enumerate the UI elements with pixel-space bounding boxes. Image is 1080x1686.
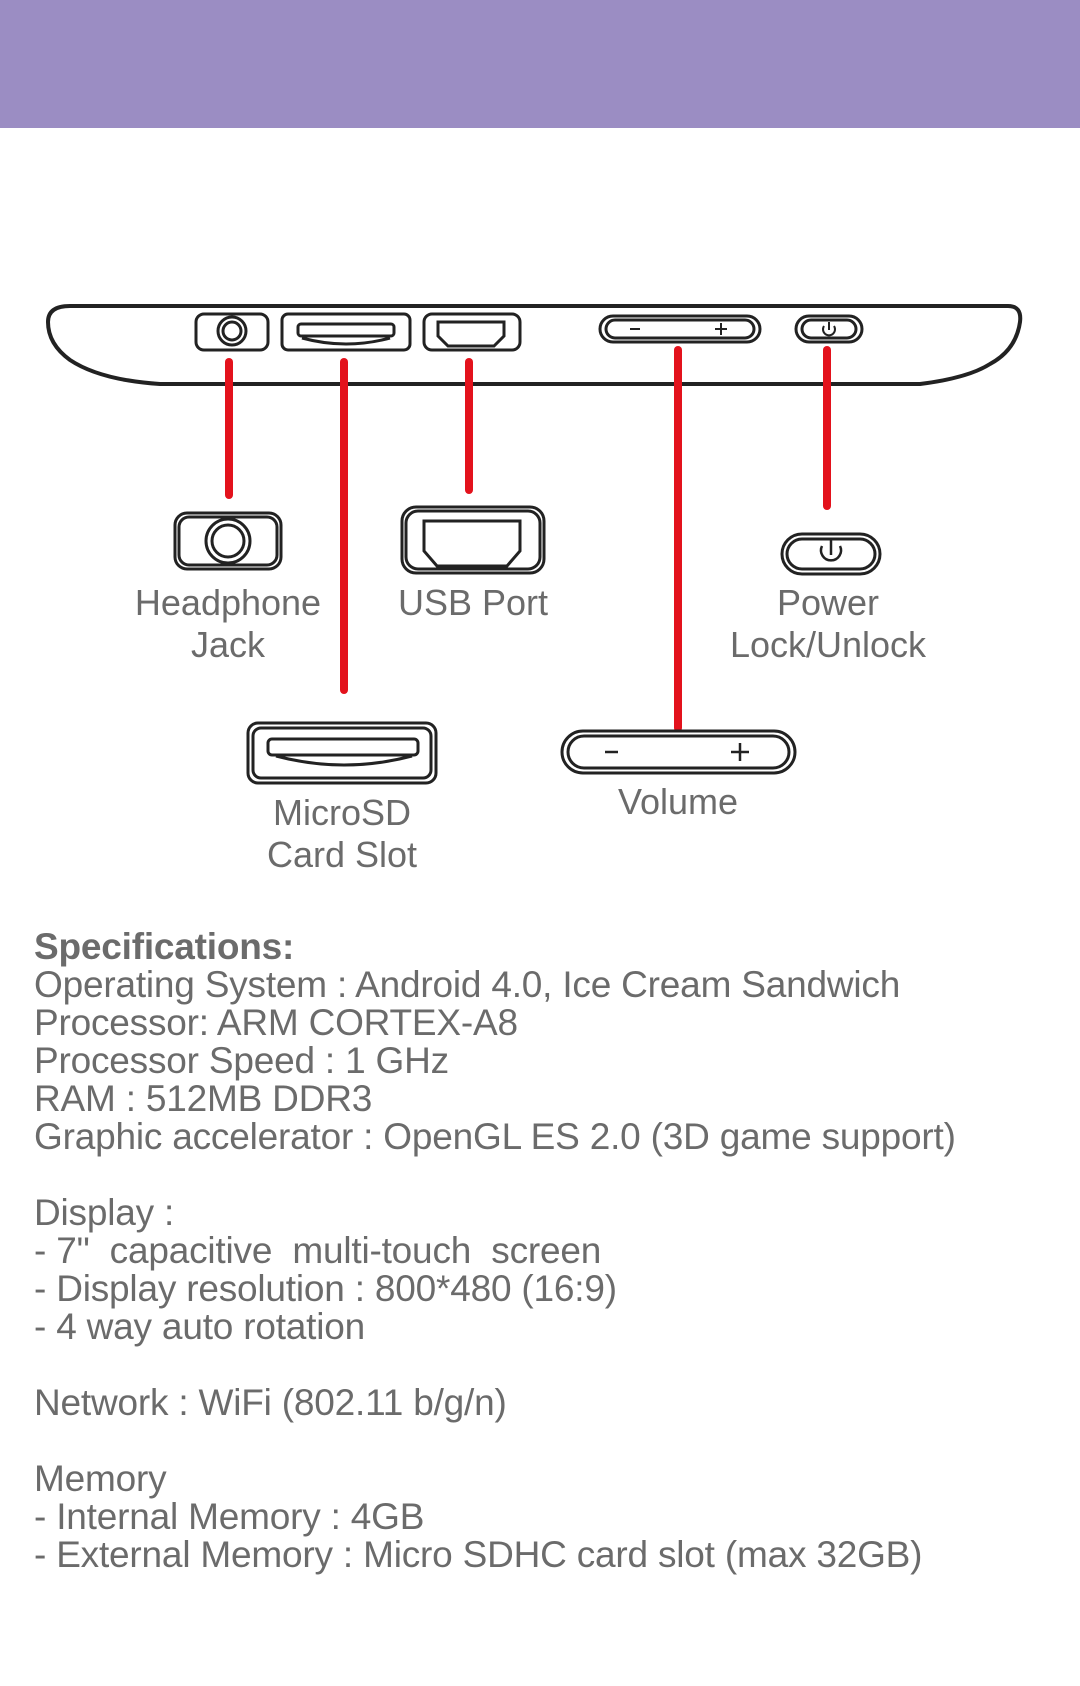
power-label-line2: Lock/Unlock — [730, 624, 927, 665]
power-label-line1: Power — [777, 582, 879, 623]
headphone-jack-callout-icon — [173, 511, 283, 571]
spec-ram: RAM : 512MB DDR3 — [34, 1078, 373, 1119]
spec-graphics: Graphic accelerator : OpenGL ES 2.0 (3D … — [34, 1116, 956, 1157]
spacer — [34, 1156, 1054, 1194]
memory-heading: Memory — [34, 1458, 167, 1499]
device-edge — [46, 304, 1023, 386]
display-item: - Display resolution : 800*480 (16:9) — [34, 1268, 617, 1309]
port-diagram: Headphone Jack USB Port Power Lock/Unloc… — [46, 304, 1023, 875]
leader-lines — [225, 346, 831, 732]
spec-network: Network : WiFi (802.11 b/g/n) — [34, 1382, 507, 1423]
spec-processor-speed: Processor Speed : 1 GHz — [34, 1040, 449, 1081]
microsd-label-line2: Card Slot — [267, 834, 417, 875]
display-item: - 7" capacitive multi-touch screen — [34, 1230, 602, 1271]
usb-port-callout-icon — [400, 505, 546, 575]
specs-heading: Specifications: — [34, 926, 295, 967]
spacer — [34, 1346, 1054, 1384]
specifications: Specifications: Operating System : Andro… — [34, 928, 1054, 1574]
memory-item: - Internal Memory : 4GB — [34, 1496, 425, 1537]
spec-os: Operating System : Android 4.0, Ice Crea… — [34, 964, 901, 1005]
headphone-label-line2: Jack — [191, 624, 266, 665]
top-banner — [0, 0, 1080, 128]
usb-label: USB Port — [398, 582, 548, 623]
display-item: - 4 way auto rotation — [34, 1306, 366, 1347]
headphone-jack-icon — [194, 312, 270, 352]
microsd-label-line1: MicroSD — [273, 792, 411, 833]
volume-rocker-callout-icon — [560, 729, 797, 775]
spacer — [34, 1422, 1054, 1460]
spec-processor: Processor: ARM CORTEX-A8 — [34, 1002, 518, 1043]
display-heading: Display : — [34, 1192, 175, 1233]
power-button-icon — [794, 314, 864, 344]
memory-item: - External Memory : Micro SDHC card slot… — [34, 1534, 923, 1575]
volume-rocker-icon — [598, 314, 762, 344]
microsd-slot-icon — [280, 312, 412, 352]
microsd-slot-callout-icon — [246, 721, 438, 785]
power-button-callout-icon — [780, 532, 882, 576]
usb-port-icon — [422, 312, 522, 352]
volume-label: Volume — [618, 781, 738, 822]
headphone-label-line1: Headphone — [135, 582, 321, 623]
